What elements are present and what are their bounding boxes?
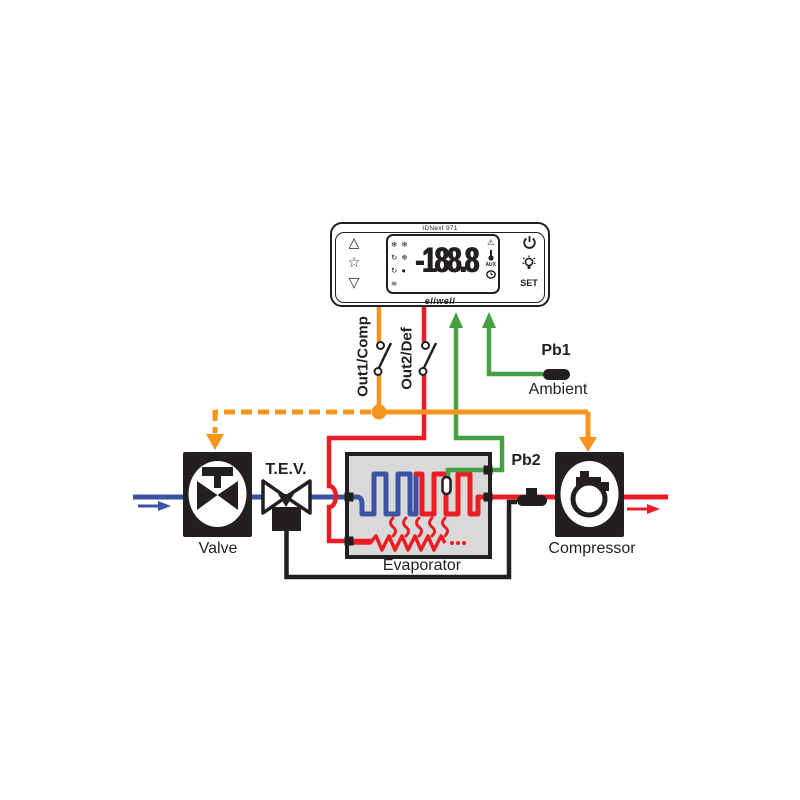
brand-logo: eliwell bbox=[424, 296, 456, 306]
pb1-label: Pb1 bbox=[541, 342, 571, 359]
clock-icon bbox=[485, 270, 496, 279]
tev-label: T.E.V. bbox=[265, 461, 307, 478]
compressor-control-wire bbox=[386, 409, 591, 437]
valve-label: Valve bbox=[198, 540, 238, 557]
defrost-heater bbox=[352, 534, 447, 552]
humidity-icon: ≋ bbox=[391, 279, 399, 288]
valve-symbol bbox=[183, 452, 252, 537]
out2-def-wire bbox=[326, 307, 427, 544]
controller-model: IDNext 971 bbox=[422, 224, 458, 232]
lcd-status-icons: ❄ ❄ ↻ ❄ ↻ ● ≋ bbox=[391, 238, 409, 290]
heat-wave-icons bbox=[389, 516, 449, 538]
right-button-column: SET bbox=[516, 235, 542, 290]
power-button[interactable] bbox=[522, 235, 537, 250]
pb1-probe-icon bbox=[543, 369, 570, 380]
pb2-label: Pb2 bbox=[511, 452, 541, 469]
fan-icons: ↻ ❄ bbox=[391, 253, 409, 262]
star-button[interactable]: ☆ bbox=[347, 254, 361, 270]
out2-switch-icon bbox=[418, 341, 438, 376]
controller-faceplate bbox=[335, 232, 545, 303]
set-button[interactable]: SET bbox=[520, 278, 538, 288]
display-value: -188.8 bbox=[415, 239, 480, 281]
compressor-symbol bbox=[555, 452, 624, 537]
compressor-label: Compressor bbox=[548, 540, 636, 557]
down-button[interactable]: ▽ bbox=[348, 274, 360, 290]
pb2-wire bbox=[445, 312, 505, 478]
left-button-column: △ ☆ ▽ bbox=[343, 235, 365, 290]
defrost-icons: ↻ ● bbox=[391, 266, 407, 275]
flow-arrow-left-icon bbox=[138, 501, 171, 511]
heater-dots bbox=[450, 541, 466, 545]
compressor-arrow-icon bbox=[579, 437, 597, 452]
evaporator-label: Evaporator bbox=[382, 557, 462, 574]
tev-bulb-icon bbox=[517, 495, 547, 506]
tev-bulb-clamp bbox=[526, 488, 537, 497]
pb1-wire bbox=[482, 312, 543, 377]
tev-symbol bbox=[261, 479, 312, 531]
valve-arrow-icon bbox=[206, 434, 224, 450]
controller: IDNext 971 △ ☆ ▽ ❄ ❄ ↻ ❄ ↻ ● ≋ -188.8 ⚠ … bbox=[330, 222, 550, 307]
evaporator-coil-red bbox=[413, 471, 493, 517]
up-button[interactable]: △ bbox=[348, 234, 360, 250]
alarm-icon: ⚠ bbox=[487, 238, 495, 247]
junction-dot bbox=[371, 404, 387, 420]
valve-control-wire-dashed bbox=[212, 409, 371, 433]
light-button[interactable] bbox=[521, 255, 537, 271]
lcd-display: ❄ ❄ ↻ ❄ ↻ ● ≋ -188.8 ⚠ AUX bbox=[386, 234, 500, 294]
flow-arrow-right-icon bbox=[627, 504, 660, 514]
compressor-icons: ❄ ❄ bbox=[391, 240, 409, 249]
border-junction-dots bbox=[344, 465, 493, 546]
out2-label: Out2/Def bbox=[398, 327, 416, 390]
aux-label: AUX bbox=[485, 262, 496, 268]
out1-label: Out1/Comp bbox=[354, 316, 372, 397]
ambient-label: Ambient bbox=[528, 381, 588, 398]
lcd-right-icons: ⚠ AUX bbox=[485, 238, 496, 279]
evaporator-coil-blue bbox=[348, 471, 419, 517]
pb2-probe-icon bbox=[441, 475, 452, 496]
out1-switch-icon bbox=[373, 341, 393, 376]
tev-capillary bbox=[284, 499, 517, 580]
thermometer-icon bbox=[488, 250, 494, 261]
